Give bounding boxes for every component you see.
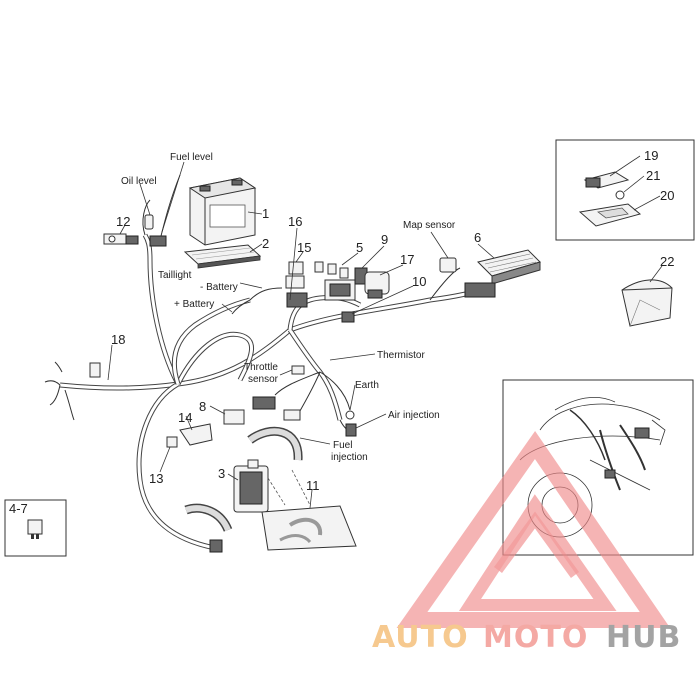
callout-3: 3: [218, 466, 225, 481]
label-earth: Earth: [355, 380, 379, 391]
label-air-injection: Air injection: [388, 410, 440, 421]
watermark-moto: MOTO: [483, 620, 588, 655]
label-thermistor: Thermistor: [377, 350, 425, 361]
relay-15: [285, 261, 305, 289]
battery-tray: [183, 244, 262, 269]
inset-box-19-21: [555, 139, 695, 241]
callout-13: 13: [149, 471, 163, 486]
callout-17: 17: [400, 252, 414, 267]
watermark-auto: AUTO: [372, 620, 469, 655]
fuel-level-connector: [149, 235, 167, 247]
callout-8: 8: [199, 399, 206, 414]
part-13: [166, 436, 178, 448]
thermistor-sensor: [291, 365, 305, 375]
callout-18: 18: [111, 332, 125, 347]
throttle-sensor-connector: [252, 396, 301, 421]
callout-10: 10: [412, 274, 426, 289]
air-injection-connector: [345, 423, 357, 437]
inset-box-4-7: [4, 499, 67, 557]
callout-21: 21: [646, 168, 660, 183]
fuse-box-5: [314, 261, 356, 301]
label-throttle-sensor-line2: sensor: [248, 374, 279, 385]
label-fuel-injection-line2: injection: [331, 452, 368, 463]
connector-18: [44, 361, 101, 421]
callout-22: 22: [660, 254, 674, 269]
label-pos-battery: + Battery: [174, 299, 214, 310]
curved-guard: [184, 503, 233, 533]
battery: [188, 177, 257, 246]
inset-box-vehicle: [502, 379, 694, 556]
part-21: [615, 190, 625, 200]
callout-9: 9: [381, 232, 388, 247]
label-fuel-level: Fuel level: [170, 152, 213, 163]
watermark-text: AUTO MOTO HUB: [372, 620, 681, 655]
callout-19: 19: [644, 148, 658, 163]
tool-bag-22: [621, 279, 673, 327]
connector-12: [103, 233, 139, 245]
fuse-4-7: [27, 519, 43, 539]
ecu-6: [464, 249, 541, 298]
callout-6: 6: [474, 230, 481, 245]
main-harness: [59, 233, 481, 551]
leader-lines: [107, 155, 663, 509]
fuel-injection-harness: [247, 426, 303, 461]
label-map-sensor: Map sensor: [403, 220, 456, 231]
callout-16: 16: [288, 214, 302, 229]
sheet-11: [261, 505, 357, 551]
callout-2: 2: [262, 236, 269, 251]
callout-12: 12: [116, 214, 130, 229]
earth-terminal: [345, 410, 355, 420]
label-fuel-injection-line1: Fuel: [333, 440, 352, 451]
callout-15: 15: [297, 240, 311, 255]
label-throttle-sensor-line1: Throttle: [244, 362, 278, 373]
callout-14: 14: [178, 410, 192, 425]
callout-4-7: 4-7: [9, 501, 28, 516]
callout-11: 11: [306, 478, 320, 493]
watermark-hub: HUB: [606, 620, 681, 655]
fuse-holder-16: [286, 292, 308, 308]
part-20: [578, 203, 642, 227]
bracket-14: [179, 423, 213, 446]
label-neg-battery: - Battery: [200, 282, 238, 293]
callout-5: 5: [356, 240, 363, 255]
part-8: [223, 409, 245, 425]
relay-17: [364, 271, 390, 299]
map-sensor: [439, 257, 457, 273]
callout-1: 1: [262, 206, 269, 221]
lower-connector: [209, 539, 223, 553]
label-taillight: Taillight: [158, 270, 192, 281]
oil-level-sensor: [144, 214, 154, 230]
control-unit-3: [233, 459, 269, 513]
part-19: [583, 171, 630, 189]
callout-20: 20: [660, 188, 674, 203]
label-oil-level: Oil level: [121, 176, 157, 187]
watermark-logo: [396, 430, 671, 628]
connector-10: [341, 311, 355, 323]
